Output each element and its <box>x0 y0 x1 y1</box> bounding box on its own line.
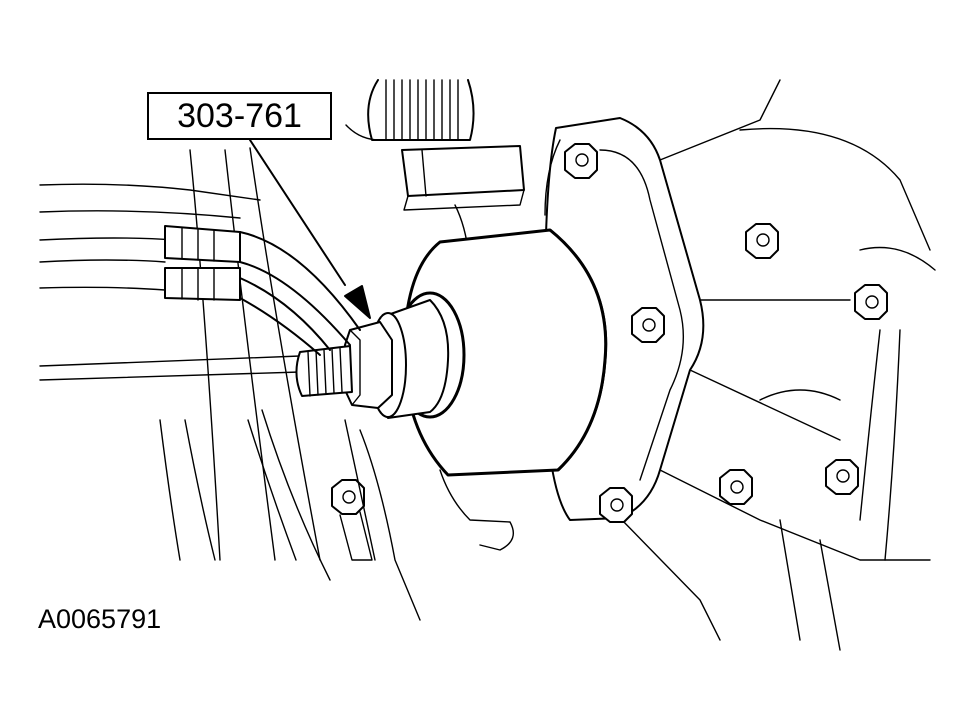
pulley <box>345 79 475 141</box>
callout-arrow <box>249 139 371 319</box>
engine-outline-left <box>39 147 331 581</box>
figure-id-label: A0065791 <box>38 604 162 634</box>
bolt-6 <box>825 459 859 495</box>
bolt-5 <box>719 469 753 505</box>
special-tool-303-761 <box>295 228 608 477</box>
hoses <box>164 225 361 356</box>
bolt-2 <box>745 223 779 259</box>
bolt-4 <box>631 307 665 343</box>
lower-bracket <box>344 419 514 621</box>
bolt-1 <box>564 143 598 179</box>
tool-callout-label: 303-761 <box>147 92 332 140</box>
bolts <box>331 143 888 561</box>
bolt-7 <box>599 487 633 523</box>
bolt-3 <box>854 284 888 320</box>
